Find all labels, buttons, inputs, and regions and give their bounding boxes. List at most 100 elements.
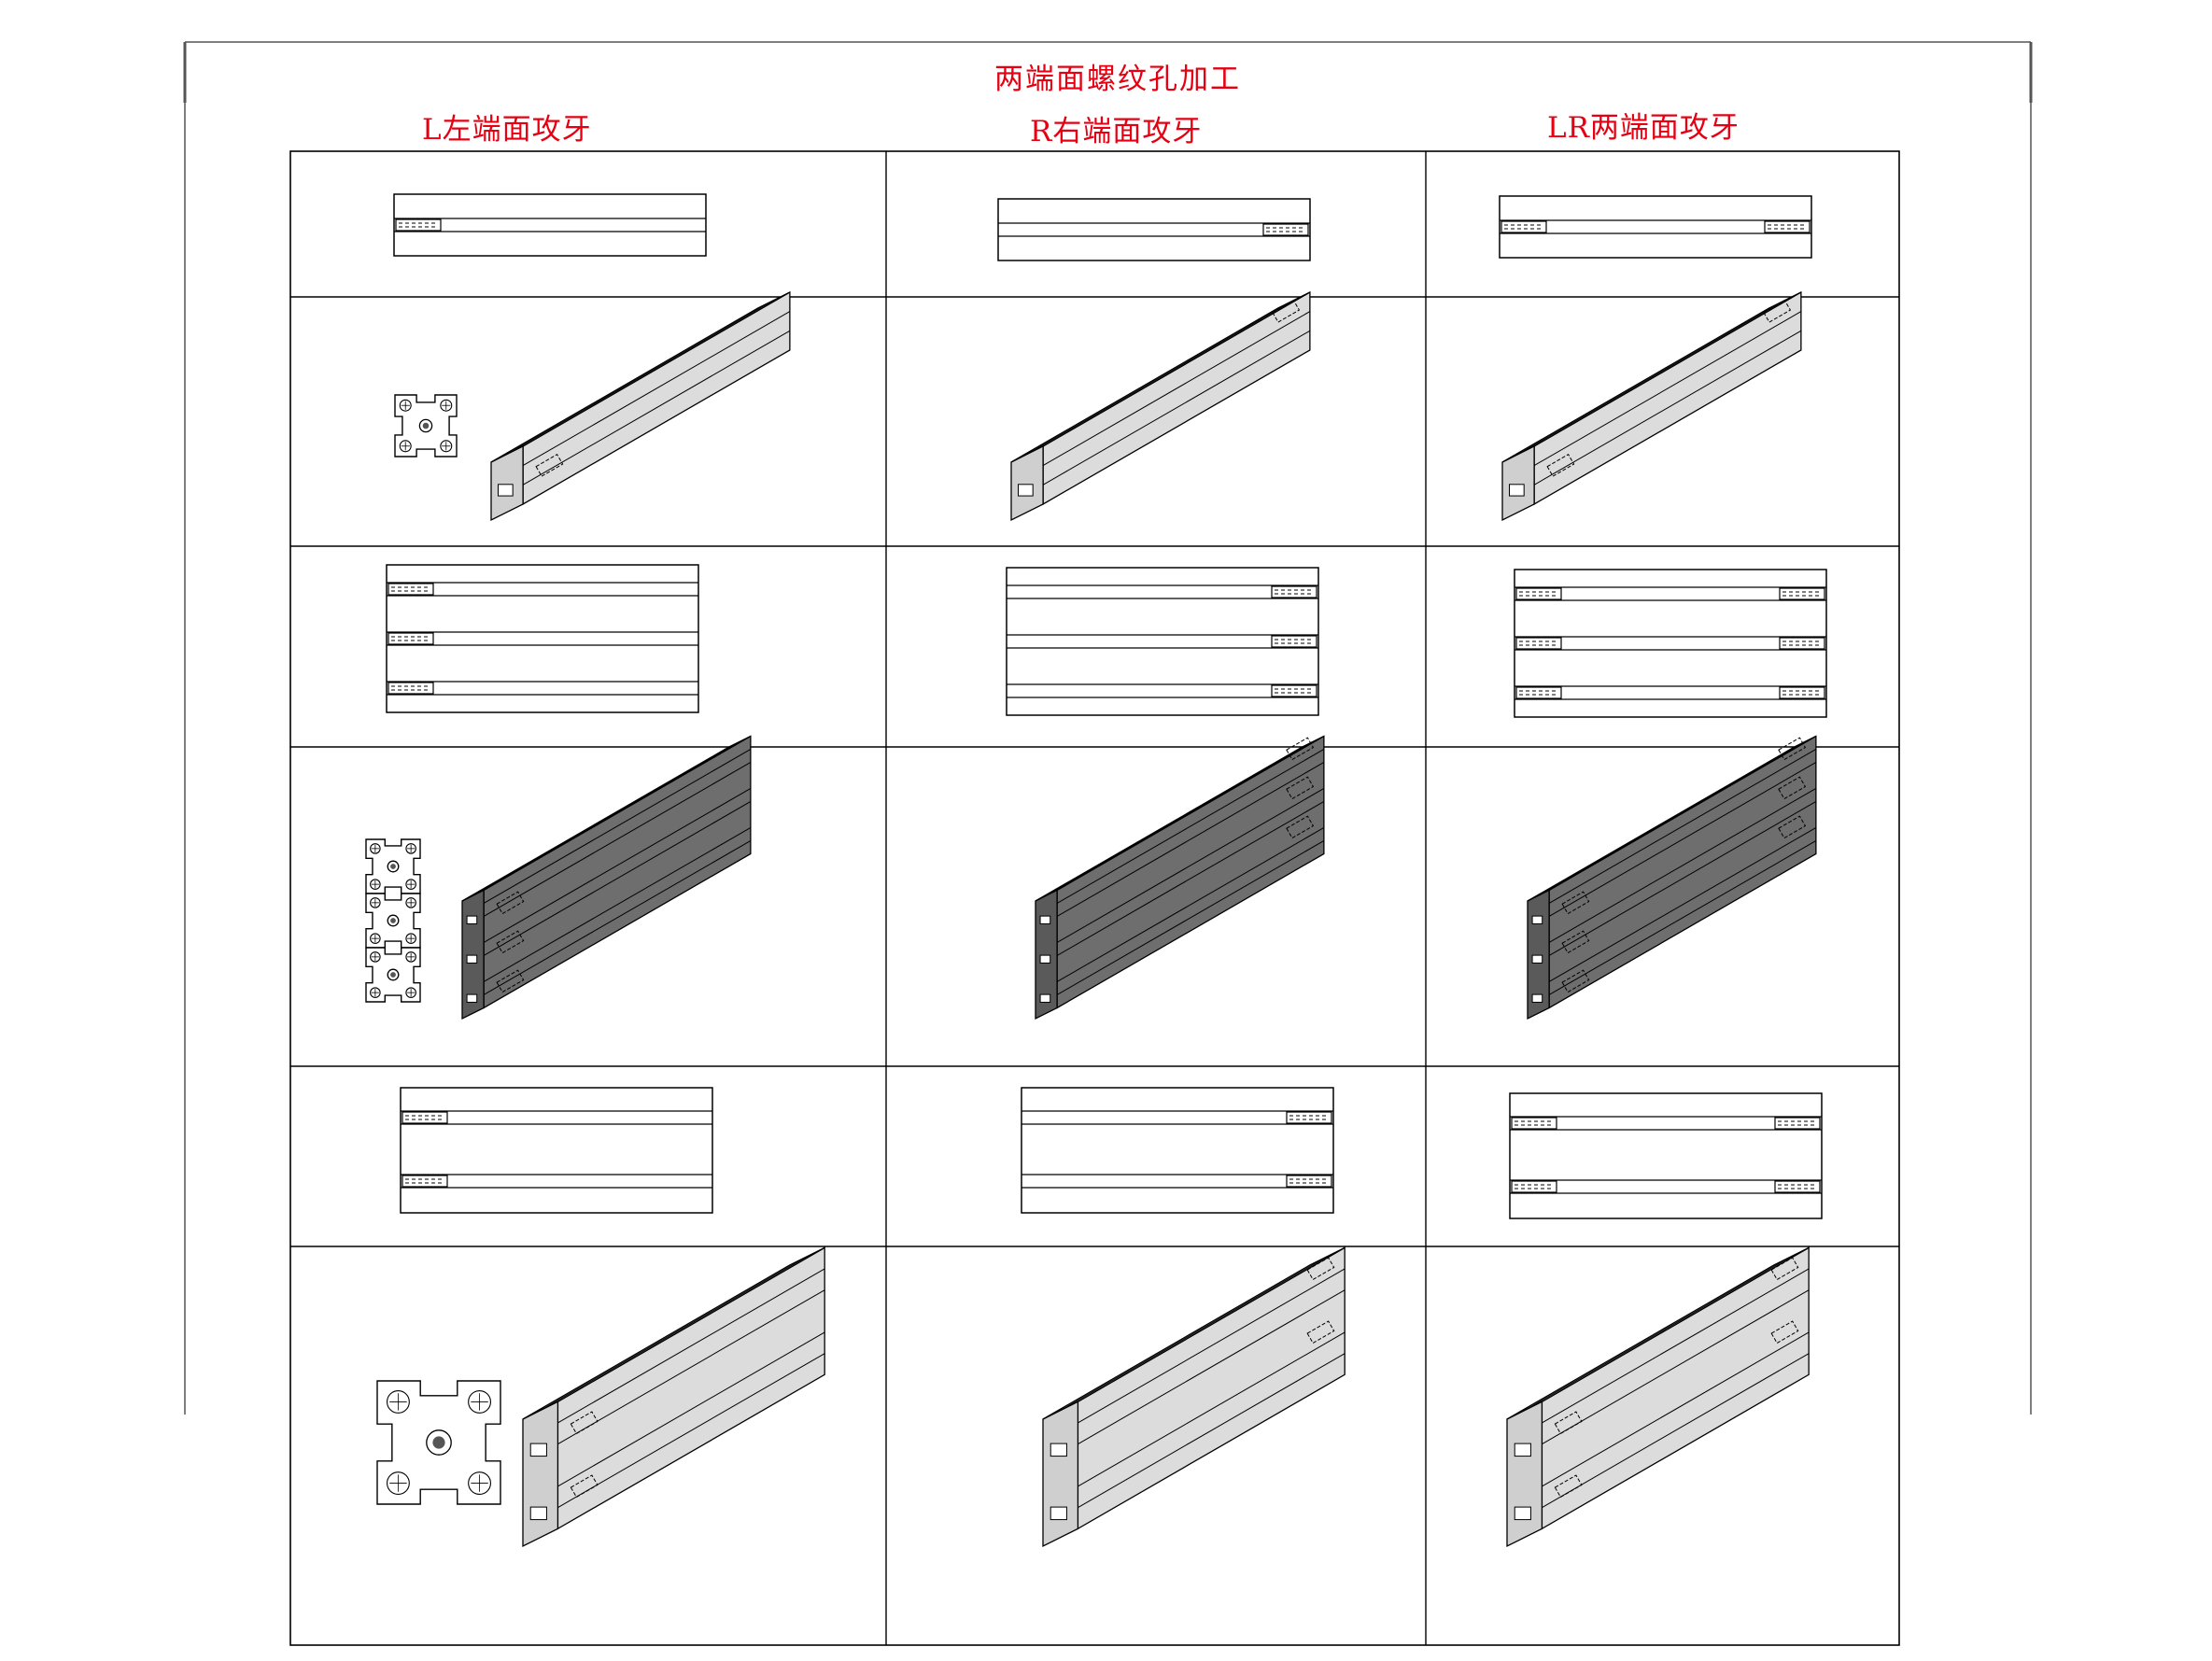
tap-mark — [1286, 776, 1315, 800]
end-slot — [466, 915, 478, 924]
table-cells — [365, 193, 1827, 1548]
tap-mark — [496, 930, 525, 954]
tapped-hole — [1286, 1111, 1332, 1124]
side-outline — [1509, 1092, 1823, 1219]
cross-section — [365, 838, 421, 1003]
tap-mark — [1554, 1474, 1583, 1499]
profile-3d — [1501, 290, 1802, 522]
tapped-hole — [1779, 637, 1825, 650]
side-view — [386, 564, 699, 713]
groove-line — [1056, 762, 1325, 917]
groove-line — [483, 749, 752, 904]
tap-mark — [1770, 1320, 1799, 1344]
tap-mark — [1546, 453, 1575, 477]
groove-line — [1533, 311, 1802, 467]
tap-mark — [1561, 969, 1590, 993]
table-grid — [289, 150, 1900, 1646]
tap-mark — [1778, 737, 1807, 761]
tap-mark — [1763, 299, 1792, 323]
profile-3d — [1527, 735, 1817, 1021]
groove-line — [1078, 1331, 1346, 1487]
tap-mark — [1770, 1257, 1799, 1281]
groove-line — [1542, 1331, 1810, 1487]
tap-mark — [1561, 930, 1590, 954]
groove-line — [557, 1353, 825, 1509]
end-slot — [1039, 915, 1051, 924]
end-face — [1501, 444, 1535, 522]
center-hole — [390, 864, 396, 869]
tapped-hole — [1774, 1117, 1821, 1130]
groove-line — [483, 762, 752, 917]
center-hole — [390, 918, 396, 923]
center-hole — [422, 422, 430, 429]
tapped-hole — [387, 632, 434, 645]
cross-section — [394, 394, 458, 457]
side-outline — [1499, 195, 1812, 259]
cross-section — [376, 1380, 501, 1505]
tap-mark — [1306, 1320, 1335, 1344]
side-view — [1509, 1092, 1823, 1219]
tap-mark — [1554, 1411, 1583, 1435]
groove-line — [540, 1256, 808, 1412]
side-face — [1541, 1246, 1810, 1530]
end-face — [1042, 1401, 1079, 1548]
side-outline — [400, 1087, 713, 1214]
tapped-hole — [1779, 686, 1825, 699]
end-slot — [1039, 993, 1051, 1003]
end-slot — [1050, 1506, 1067, 1521]
groove-line — [1548, 827, 1817, 982]
groove-line — [557, 1289, 825, 1445]
groove-line — [483, 788, 752, 943]
tap-mark — [1286, 815, 1315, 839]
side-face — [483, 735, 752, 1009]
groove-line — [1056, 749, 1325, 904]
groove-line — [483, 840, 752, 995]
groove-line — [1542, 1289, 1810, 1445]
groove-line — [1056, 827, 1325, 982]
end-face — [1506, 1401, 1543, 1548]
groove-line — [1538, 740, 1806, 896]
tapped-hole — [402, 1175, 448, 1188]
groove-line — [1056, 840, 1325, 995]
groove-line — [522, 311, 791, 467]
tapped-hole — [1774, 1180, 1821, 1193]
side-outline — [1006, 567, 1319, 716]
side-face — [1077, 1246, 1346, 1530]
profile-3d — [1035, 735, 1325, 1021]
groove-line — [1042, 330, 1311, 486]
side-face — [1548, 735, 1817, 1009]
tap-mark — [1306, 1257, 1335, 1281]
groove-line — [1078, 1353, 1346, 1509]
side-outline — [1514, 569, 1827, 718]
groove-line — [1056, 801, 1325, 956]
groove-line — [1548, 749, 1817, 904]
tapped-hole — [1271, 585, 1317, 598]
end-slot — [1531, 993, 1543, 1003]
side-outline — [997, 198, 1311, 261]
tap-mark — [1561, 891, 1590, 915]
tap-mark — [1286, 737, 1315, 761]
end-slot — [1514, 1506, 1531, 1521]
side-face — [1533, 290, 1802, 506]
end-slot — [466, 954, 478, 964]
center-hole — [390, 972, 396, 978]
groove-line — [483, 801, 752, 956]
end-face — [1010, 444, 1044, 522]
groove-line — [1548, 840, 1817, 995]
profile-3d — [1010, 290, 1311, 522]
profile-3d — [490, 290, 791, 522]
side-view — [400, 1087, 713, 1214]
end-slot — [529, 1506, 547, 1521]
end-face — [490, 444, 524, 522]
profile-3d — [461, 735, 752, 1021]
tapped-hole — [1779, 587, 1825, 600]
table-border — [289, 150, 1900, 1646]
end-slot — [498, 484, 514, 497]
groove-line — [1078, 1268, 1346, 1424]
tap-mark — [570, 1474, 599, 1499]
groove-line — [557, 1268, 825, 1424]
tapped-hole — [1515, 637, 1562, 650]
groove-line — [483, 827, 752, 982]
